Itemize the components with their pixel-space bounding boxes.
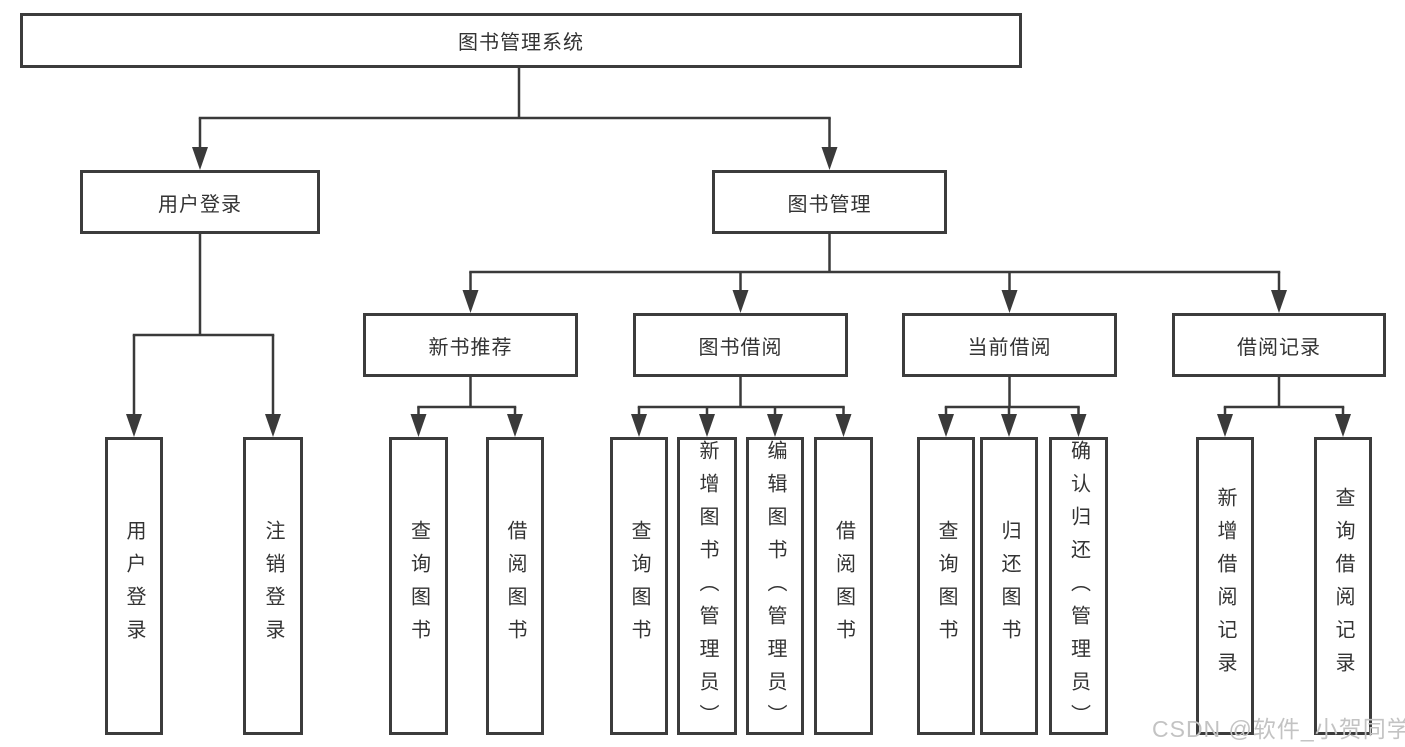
node-label: 编辑图书（管理员） bbox=[764, 440, 786, 737]
node-label: 归还图书 bbox=[998, 520, 1020, 652]
leaf-add-borrow-record: 新增借阅记录 bbox=[1196, 437, 1254, 735]
leaf-borrowing-borrow-books: 借阅图书 bbox=[814, 437, 873, 735]
node-borrowing-records: 借阅记录 bbox=[1172, 313, 1386, 377]
leaf-query-borrow-record: 查询借阅记录 bbox=[1314, 437, 1372, 735]
node-label: 图书管理 bbox=[787, 193, 872, 216]
leaf-recommend-query-books: 查询图书 bbox=[389, 437, 448, 735]
node-label: 图书管理系统 bbox=[458, 32, 584, 54]
node-label: 借阅记录 bbox=[1237, 336, 1321, 359]
node-label: 查询借阅记录 bbox=[1332, 487, 1354, 685]
node-book-management: 图书管理 bbox=[712, 170, 947, 234]
leaf-borrowing-query-books: 查询图书 bbox=[610, 437, 668, 735]
leaf-logout: 注销登录 bbox=[243, 437, 303, 735]
node-current-borrowing: 当前借阅 bbox=[902, 313, 1117, 377]
node-label: 用户登录 bbox=[158, 193, 242, 216]
leaf-current-query-books: 查询图书 bbox=[917, 437, 975, 735]
node-label: 查询图书 bbox=[628, 520, 650, 652]
node-new-book-recommendation: 新书推荐 bbox=[363, 313, 578, 377]
node-label: 图书借阅 bbox=[698, 336, 783, 359]
node-label: 查询图书 bbox=[935, 520, 957, 652]
node-label: 查询图书 bbox=[407, 520, 430, 652]
leaf-borrowing-add-books-admin: 新增图书（管理员） bbox=[677, 437, 737, 737]
node-label: 借阅图书 bbox=[504, 520, 526, 652]
csdn-watermark: CSDN @软件_小贺同学 bbox=[1152, 716, 1405, 742]
node-book-borrowing: 图书借阅 bbox=[633, 313, 848, 377]
leaf-current-return-books: 归还图书 bbox=[980, 437, 1038, 735]
leaf-borrowing-edit-books-admin: 编辑图书（管理员） bbox=[746, 437, 804, 737]
node-label: 新书推荐 bbox=[428, 336, 513, 359]
leaf-current-confirm-return-admin: 确认归还（管理员） bbox=[1049, 437, 1108, 737]
node-label: 新增借阅记录 bbox=[1214, 487, 1236, 685]
node-label: 注销登录 bbox=[262, 520, 284, 652]
node-label: 用户登录 bbox=[123, 520, 145, 652]
node-library-management-system: 图书管理系统 bbox=[20, 13, 1022, 68]
node-label: 新增图书（管理员） bbox=[696, 440, 718, 737]
leaf-recommend-borrow-books: 借阅图书 bbox=[486, 437, 544, 735]
node-user-login: 用户登录 bbox=[80, 170, 320, 234]
leaf-user-login: 用户登录 bbox=[105, 437, 163, 735]
node-label: 当前借阅 bbox=[967, 336, 1052, 359]
node-label: 借阅图书 bbox=[832, 520, 855, 652]
node-label: 确认归还（管理员） bbox=[1067, 440, 1090, 737]
